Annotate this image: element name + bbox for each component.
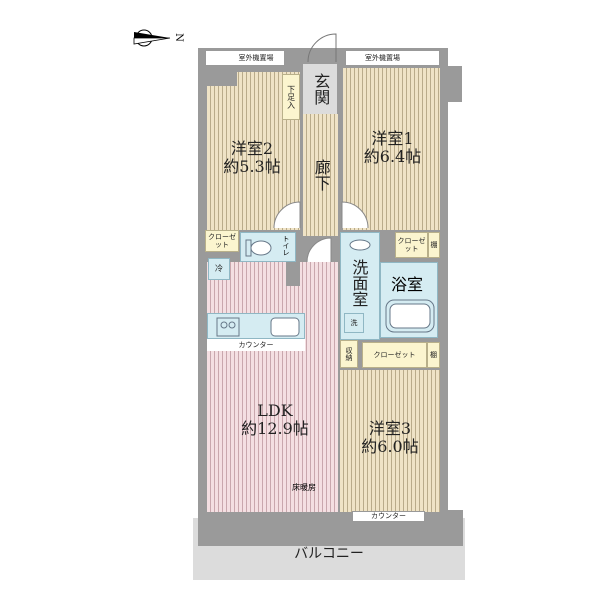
ldk-label: LDK 約12.9帖 [225, 401, 325, 439]
door-swing-icon [306, 237, 332, 263]
storage: 収納 [340, 340, 358, 368]
kitchen-counter [207, 313, 305, 339]
floor-heating-label: 床暖房 [292, 483, 316, 492]
stove-icon [216, 317, 240, 337]
door-swing-icon [273, 201, 301, 229]
room-size: 約6.4帖 [363, 147, 422, 167]
shoe-storage: 下足入 [282, 74, 300, 120]
label: 室外機置場 [238, 53, 274, 62]
western-room-3-label: 洋室3 約6.0帖 [345, 419, 435, 457]
compass: N [132, 28, 187, 48]
refrigerator-space: 冷 [208, 258, 230, 280]
washer-label: 洗 [344, 313, 364, 333]
hallway: 廊下 [303, 114, 338, 236]
closet-right: クローゼット [395, 232, 428, 258]
bathtub-icon [385, 299, 435, 333]
closet-lower: クローゼット [362, 342, 427, 368]
compass-label: N [172, 33, 184, 42]
entrance-door-icon [307, 33, 337, 63]
label: 室外機置場 [365, 53, 400, 62]
western-room-1-label: 洋室1 約6.4帖 [350, 129, 435, 167]
room3-counter: カウンター [352, 511, 425, 522]
shelf: 棚 [428, 232, 440, 258]
entrance: 玄関 [303, 64, 337, 114]
north-arrow-icon [133, 29, 171, 47]
wall [286, 262, 300, 286]
closet-left: クローゼット [205, 230, 239, 252]
wall [207, 66, 237, 86]
column [440, 66, 462, 102]
bathroom-label: 浴室 [391, 275, 424, 294]
room-size: 約12.9帖 [241, 419, 309, 439]
ldk [207, 262, 338, 512]
column [425, 510, 463, 546]
western-room-2-label: 洋室2 約5.3帖 [212, 139, 292, 177]
room-name: 洋室2 [230, 139, 274, 158]
room-name: LDK [257, 401, 293, 420]
western-room-1 [343, 68, 440, 230]
room-size: 約5.3帖 [223, 157, 281, 177]
door-swing-icon [341, 201, 369, 229]
outdoor-unit-area-left: 室外機置場 [205, 50, 285, 66]
room-name: 洋室1 [371, 129, 414, 148]
shelf: 棚 [427, 342, 440, 368]
toilet-label: トイレ [282, 235, 290, 256]
toilet: トイレ [240, 232, 296, 262]
western-room-3 [340, 370, 440, 512]
room-name: 洋室3 [368, 419, 412, 438]
sink-icon [270, 317, 300, 337]
toilet-icon [245, 239, 272, 257]
bathroom: 浴室 [380, 262, 438, 338]
washroom: 洗面室 洗 [340, 232, 380, 340]
washroom-label: 洗面室 [349, 259, 369, 307]
washbasin-icon [349, 239, 371, 251]
room-size: 約6.0帖 [361, 437, 419, 457]
kitchen-counter-label: カウンター [207, 339, 305, 351]
outdoor-unit-area-right: 室外機置場 [345, 50, 440, 66]
